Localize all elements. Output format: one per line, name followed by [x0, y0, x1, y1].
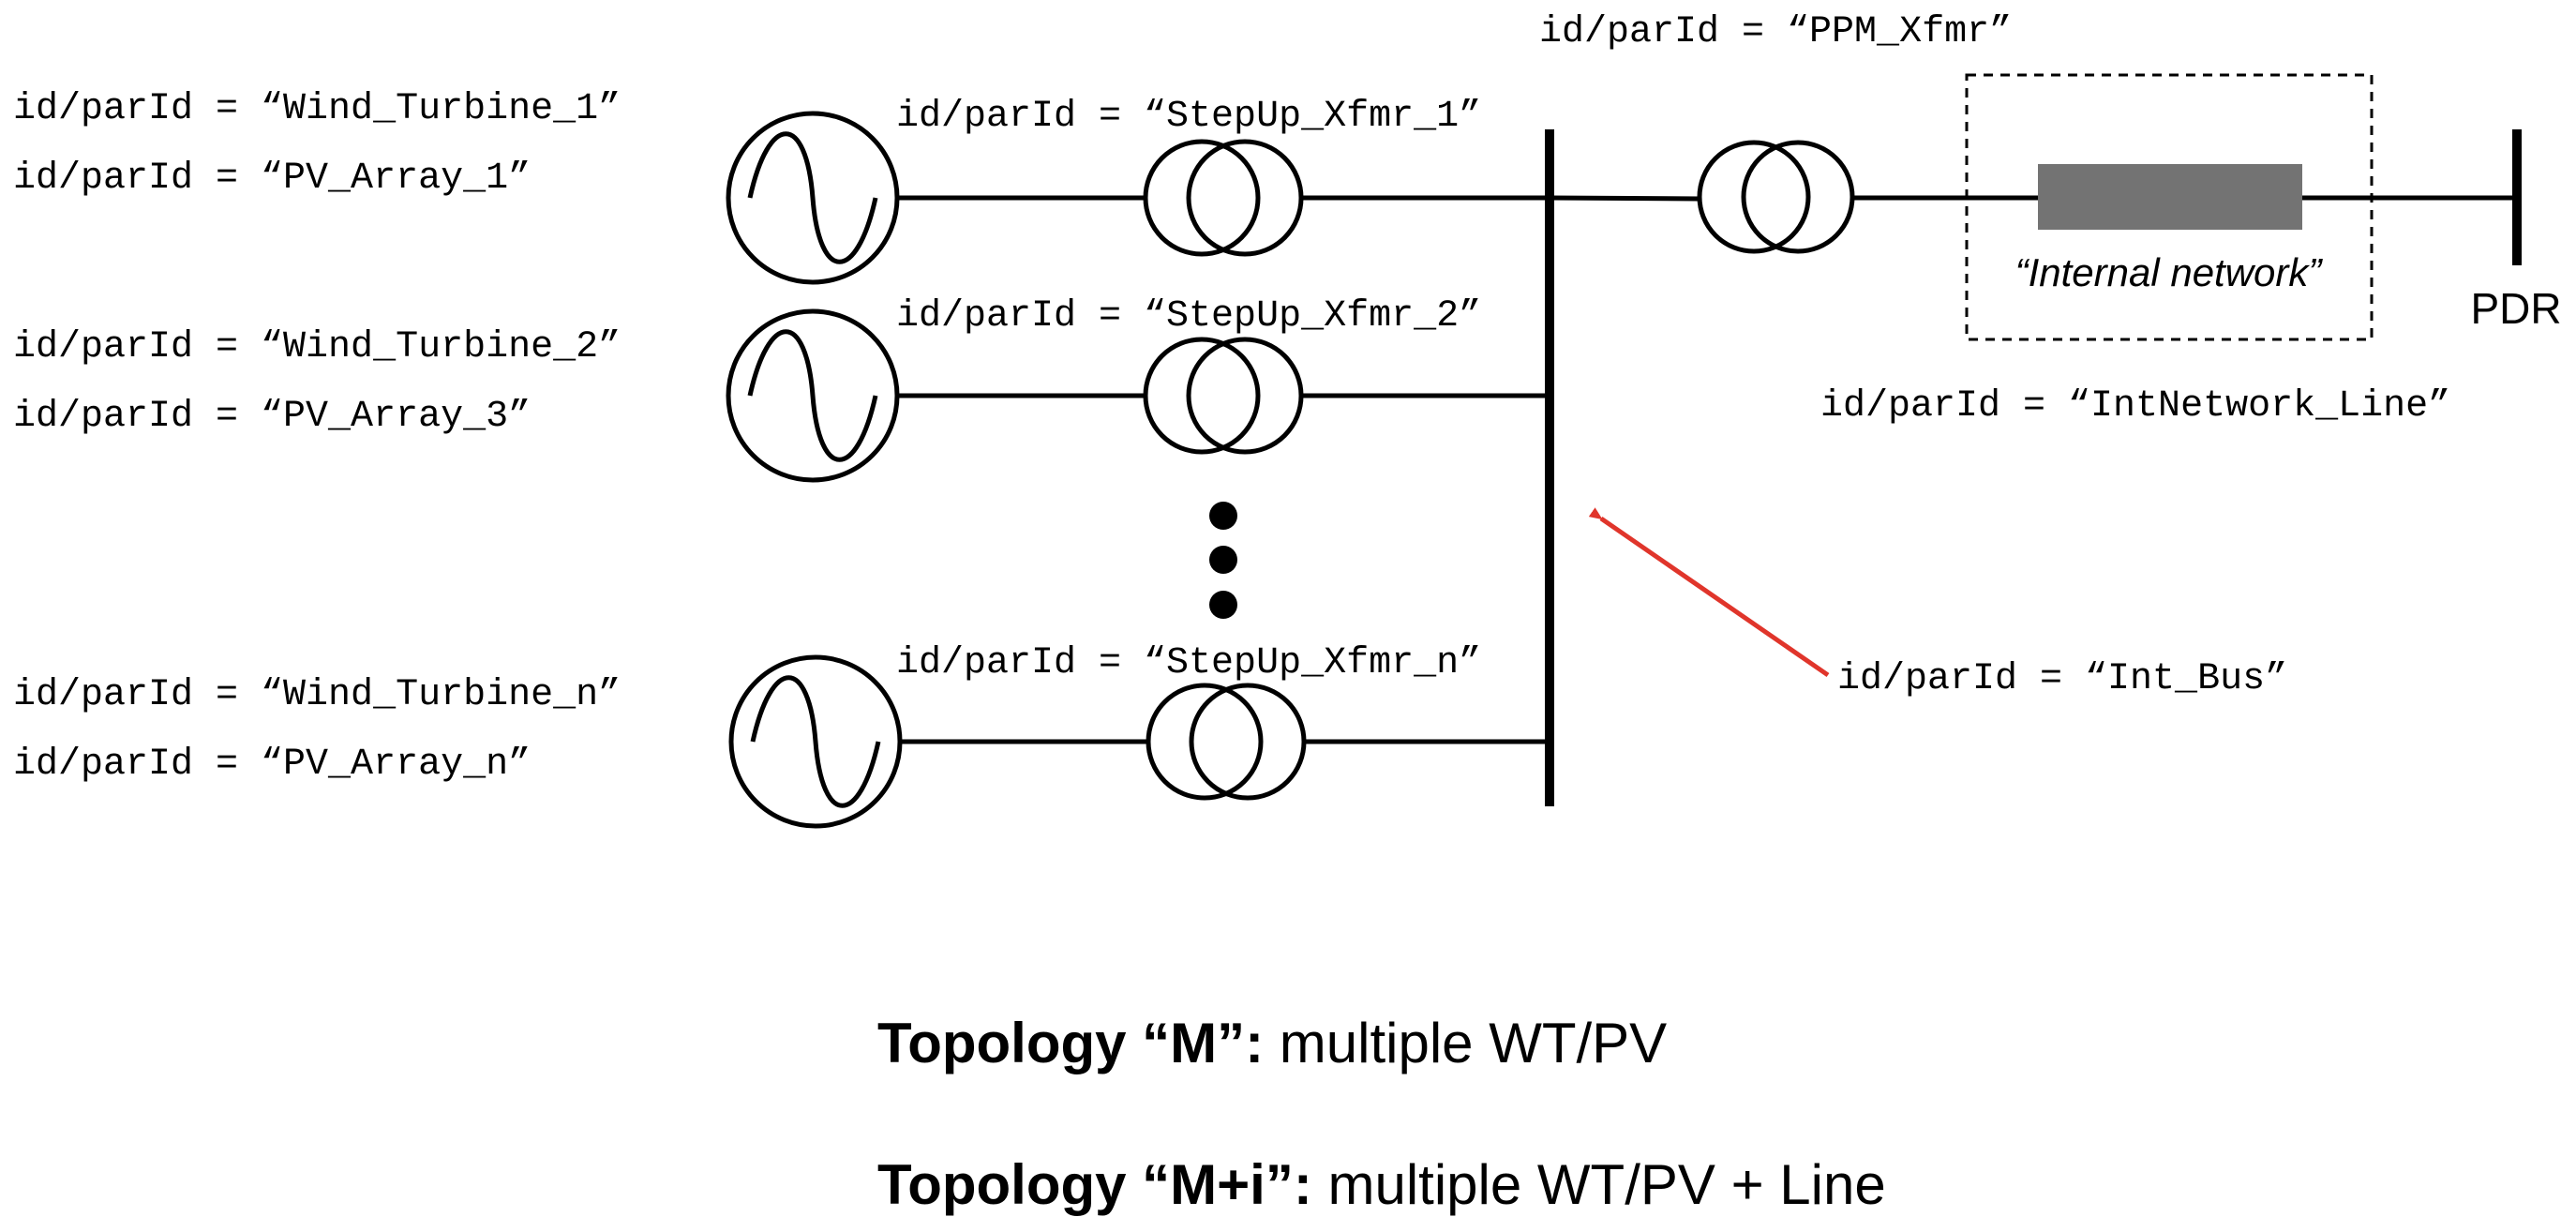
stepup-transformer-label-1: id/parId = “StepUp_Xfmr_1”	[896, 96, 1481, 138]
sine-icon	[747, 131, 878, 264]
ppm-transformer-primary-coil	[1697, 140, 1811, 254]
stepup-transformer-primary-coil	[1143, 337, 1261, 455]
topology-m-caption: Topology “M”: multiple WT/PV	[877, 1012, 1667, 1074]
topology-mi-name: Topology “M+i”:	[877, 1153, 1312, 1216]
intnetwork-line-label: id/parId = “IntNetwork_Line”	[1820, 385, 2450, 428]
ppm-transformer-secondary-coil	[1741, 140, 1855, 254]
ppm-transformer: id/parId = “PPM_Xfmr”	[1539, 11, 2012, 254]
topology-captions: Topology “M”: multiple WT/PV Topology “M…	[877, 1012, 1886, 1216]
continuation-dots	[1209, 502, 1237, 619]
internal-network-box	[1965, 73, 2374, 341]
int-bus-pointer: id/parId = “Int_Bus”	[1588, 507, 2287, 700]
generator-label-wt-n: id/parId = “Wind_Turbine_n”	[13, 674, 621, 716]
pdr: PDR	[2470, 129, 2562, 333]
stepup-transformer-primary-coil	[1146, 683, 1264, 801]
ppm-transformer-label: id/parId = “PPM_Xfmr”	[1539, 11, 2012, 53]
internal-network-label: “Internal network”	[2015, 250, 2324, 294]
internal-network-line-block	[2038, 164, 2302, 230]
pdr-label: PDR	[2470, 284, 2561, 333]
generator-label-wt-1: id/parId = “Wind_Turbine_1”	[13, 88, 621, 130]
sine-icon	[747, 329, 878, 462]
topology-m-name: Topology “M”:	[877, 1012, 1264, 1074]
topology-mi-description: multiple WT/PV + Line	[1312, 1153, 1886, 1216]
stepup-transformer-label-n: id/parId = “StepUp_Xfmr_n”	[896, 642, 1481, 684]
stepup-transformer-label-2: id/parId = “StepUp_Xfmr_2”	[896, 295, 1481, 338]
pointer-arrow	[1588, 507, 1830, 678]
topology-m-description: multiple WT/PV	[1264, 1012, 1667, 1074]
generator-label-pv-1: id/parId = “PV_Array_1”	[13, 158, 531, 200]
feeder-1: id/parId = “Wind_Turbine_1” id/parId = “…	[13, 88, 1550, 285]
feeder-2: id/parId = “Wind_Turbine_2” id/parId = “…	[13, 295, 1550, 483]
topology-mi-caption: Topology “M+i”: multiple WT/PV + Line	[877, 1153, 1886, 1216]
internal-network: “Internal network” id/parId = “IntNetwor…	[1820, 73, 2514, 428]
bus-to-ppm-wire	[1549, 195, 1700, 202]
stepup-transformer-primary-coil	[1143, 139, 1261, 257]
generator-label-pv-n: id/parId = “PV_Array_n”	[13, 744, 531, 786]
int-bus-label: id/parId = “Int_Bus”	[1837, 658, 2287, 700]
sine-icon	[750, 675, 881, 808]
feeder-n: id/parId = “Wind_Turbine_n” id/parId = “…	[13, 642, 1550, 829]
generator-label-wt-2: id/parId = “Wind_Turbine_2”	[13, 326, 621, 368]
generator-label-pv-3: id/parId = “PV_Array_3”	[13, 396, 531, 438]
